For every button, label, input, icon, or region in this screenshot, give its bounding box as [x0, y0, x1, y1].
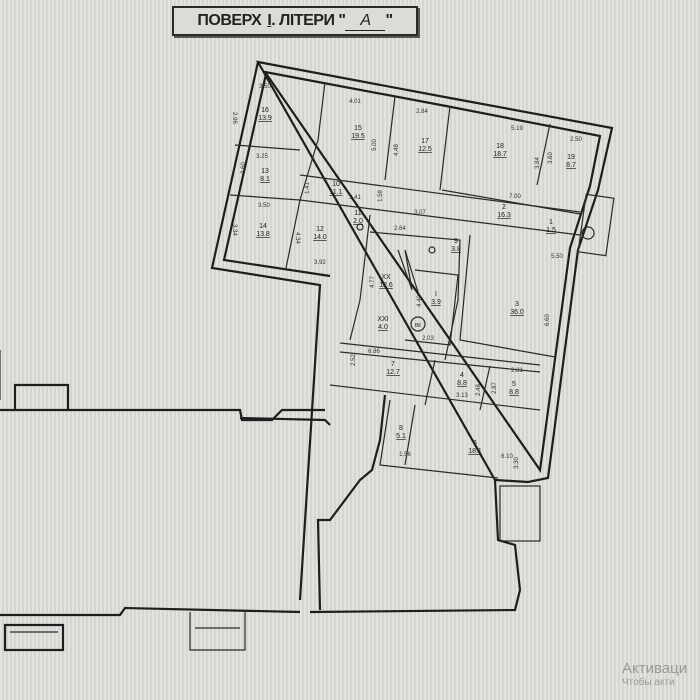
room-area: 11.1 [329, 189, 342, 196]
room-number: 18 [496, 143, 504, 150]
title-letter: А [345, 12, 386, 31]
dimension: 2.03 [422, 336, 434, 342]
dimension: 1.58 [378, 190, 384, 202]
building-walls: ВК [0, 60, 615, 652]
dimension: 4.40 [417, 295, 423, 307]
room-area: 4.0 [378, 324, 388, 331]
dimension: 3.13 [456, 393, 468, 399]
dimension: 3.60 [548, 152, 554, 164]
room-number: 10 [332, 181, 340, 188]
room-number: 7 [391, 361, 395, 368]
dimension: 6.10 [501, 454, 513, 460]
room-area: 8.1 [260, 176, 270, 183]
room-area: 8.8 [457, 380, 467, 387]
room-number: 6 [473, 440, 477, 447]
room-area: 18.7 [493, 151, 507, 158]
dimension: 2.81 [511, 368, 523, 374]
room-number: I [435, 291, 437, 298]
room-number: XX [381, 274, 391, 281]
room-number: 2 [502, 204, 506, 211]
room-area: 16.3 [497, 212, 511, 219]
dimension: 5.50 [551, 254, 563, 260]
room-number: 3 [515, 301, 519, 308]
room-number: 16 [261, 107, 269, 114]
dimension: 2.48 [476, 384, 482, 396]
room-area: 36.0 [510, 309, 524, 316]
room-number: 12 [316, 226, 324, 233]
watermark-line2: Чтобы акти [622, 677, 675, 688]
room-area: 12.5 [418, 146, 432, 153]
dimension: 3.41 [349, 195, 361, 201]
dimension: 4.48 [394, 144, 400, 156]
dimension: 4.34 [294, 232, 300, 244]
room-number: XXI [377, 316, 388, 323]
room-number: 13 [261, 168, 269, 175]
room-number: 19 [567, 154, 575, 161]
room-number: 5 [512, 381, 516, 388]
room-area: 12.7 [386, 369, 400, 376]
dimension: 3.30 [514, 457, 520, 469]
room-area: 18.1 [468, 448, 482, 455]
room-number: 1 [549, 219, 553, 226]
dimension: 2.84 [416, 109, 428, 115]
dimension: 2.96 [231, 112, 237, 124]
floor-title-stamp: ПОВЕРХ I. ЛІТЕРИ "А" [172, 6, 418, 36]
dimension: 6.60 [545, 314, 551, 326]
dimension-labels: 3.50 4.01 2.84 5.19 2.50 3.25 3.50 3.41 … [231, 84, 582, 469]
dimension: 3.34 [231, 224, 237, 236]
room-area: 12.6 [379, 282, 393, 289]
room-area: 8.8 [509, 389, 519, 396]
title-floor: I [267, 11, 272, 29]
dimension: 2.64 [394, 226, 406, 232]
room-area: 5.1 [396, 433, 406, 440]
room-number: 8 [399, 425, 403, 432]
watermark-line1: Активаци [622, 660, 688, 677]
dimension: 5.00 [372, 139, 378, 151]
dimension: 6.86 [368, 349, 380, 355]
room-number: 14 [259, 223, 267, 230]
room-number: 17 [421, 138, 429, 145]
windows-activation-watermark: Активаци Чтобы акти [622, 660, 687, 688]
dimension: 2.50 [570, 137, 582, 143]
title-middle: . ЛІТЕРИ " [271, 11, 346, 29]
ventilation-marker: ВК [415, 323, 421, 329]
dimension: 4.77 [370, 276, 376, 288]
room-area: 3.9 [431, 299, 441, 306]
dimension: 1.56 [399, 452, 411, 458]
room-number: 15 [354, 125, 362, 132]
dimension: 3.50 [259, 84, 271, 90]
room-labels: 16 13.9 15 19.5 17 12.5 13 8.1 10 11.1 1… [256, 107, 576, 455]
title-suffix: " [385, 11, 393, 29]
dimension: 3.50 [258, 203, 270, 209]
dimension: 2.60 [241, 162, 247, 174]
room-area: 13.9 [258, 115, 272, 122]
room-area: 2.0 [353, 218, 363, 225]
dimension: 4.01 [349, 99, 361, 105]
room-number: 11 [354, 210, 361, 217]
room-area: 3.8 [451, 246, 461, 253]
dimension: 2.52 [351, 354, 357, 366]
dimension: 5.19 [511, 126, 523, 132]
room-area: 1.5 [546, 227, 556, 234]
room-area: 14.0 [313, 234, 327, 241]
dimension: 3.07 [414, 210, 426, 216]
room-number: 9 [454, 238, 458, 245]
dimension: 3.84 [535, 157, 541, 169]
dimension: 3.92 [314, 260, 326, 266]
dimension: 2.87 [492, 382, 498, 394]
dimension: 7.00 [509, 194, 521, 200]
dimension: 3.25 [256, 154, 268, 160]
title-prefix: ПОВЕРХ [197, 12, 262, 29]
dimension: 1.41 [305, 182, 311, 194]
room-area: 19.5 [351, 133, 365, 140]
room-area: 8.7 [566, 162, 576, 169]
room-number: 4 [460, 372, 464, 379]
room-area: 13.8 [256, 231, 270, 238]
